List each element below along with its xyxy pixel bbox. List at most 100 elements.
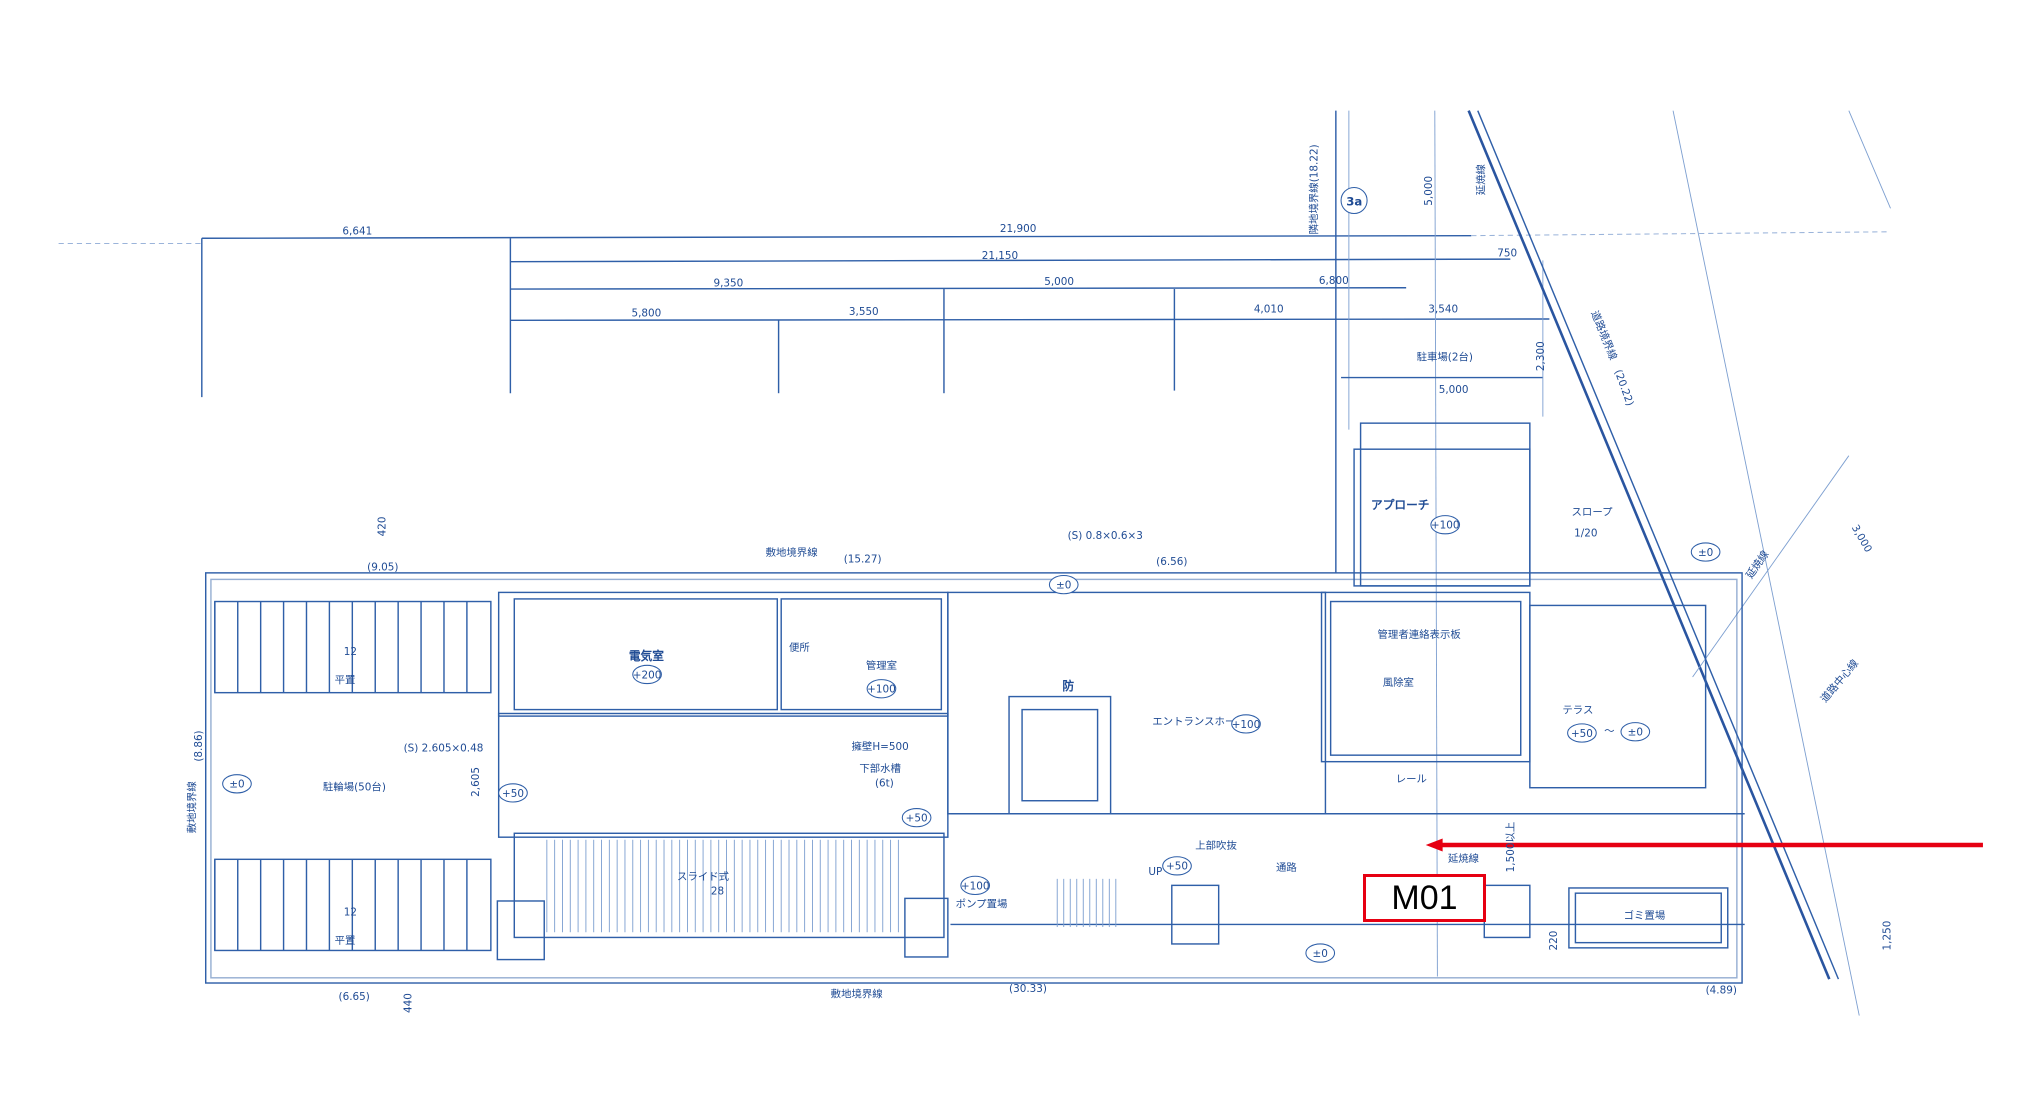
dim-750: 750 [1497,247,1517,259]
level-markers: +200 +100 +100 +100 +100 +50 +50 +50 +50 ±0 ±0 ±0 ±0… [222,515,1721,963]
building-outline [204,422,1745,984]
pump-label: ポンプ置場 [956,897,1008,910]
level-value: ±0 [1698,547,1713,559]
approach-label: アプローチ [1371,498,1430,512]
dim-5800: 5,800 [631,307,661,319]
dim-1250: 1,250 [1882,921,1894,951]
level-value: ±0 [1056,580,1071,592]
entrance-hall-label: エントランスホール [1152,716,1245,728]
site-boundary-bottom-label: 敷地境界線 [831,987,884,1000]
passage-label: 通路 [1276,861,1297,874]
road-boundary [1467,110,1891,1016]
level-marker [1305,943,1336,963]
grid-marker [1340,186,1368,215]
neighbor-boundary-label: 隣地境界線 [1308,182,1321,235]
garbage-label: ゴミ置場 [1624,909,1666,922]
dim-2300: 2,300 [1535,341,1547,371]
dim-5000-vertical: 5,000 [1423,176,1435,206]
level-value: +100 [867,684,896,696]
terrace-label: テラス [1562,704,1593,716]
dim-30.33: (30.33) [1009,983,1047,995]
dim-5000: 5,000 [1044,276,1074,288]
dim-3550: 3,550 [849,306,879,318]
level-marker [960,875,991,895]
rail-label: レール [1396,774,1427,786]
dimension-labels: 6,641 21,900 21,150 9,350 5,000 5,800 3,… [193,144,1894,1013]
grid-3a-label: 3a [1346,195,1362,209]
dim-21900: 21,900 [1000,223,1036,235]
dim-8.86: (8.86) [193,730,205,761]
dim-5000-parking: 5,000 [1439,384,1469,396]
dim-9350: 9,350 [713,277,743,289]
slope-ratio: 1/20 [1574,527,1597,539]
road-boundary-label: 道路境界線 [1588,309,1620,363]
flat-bottom-label: 平置 [335,935,356,947]
level-value: +50 [502,788,524,800]
skylight-label-2: (S) 2.605×0.48 [404,742,484,754]
water-tank-label: 下部水槽 [859,762,901,775]
level-marker [901,808,932,828]
red-arrow [1425,838,1983,852]
dim-1500: 1,500以上 [1505,822,1517,873]
level-value: +100 [961,880,990,892]
dim-4.89: (4.89) [1706,984,1737,996]
fire-line-label: 延焼線 [1474,163,1487,195]
level-marker [1162,856,1192,876]
level-value: +100 [1431,520,1460,532]
level-value: ±0 [1628,727,1643,739]
level-marker [632,664,662,685]
flat-top-label: 平置 [335,675,356,687]
flat-top-count: 12 [344,646,357,658]
level-value: +100 [1232,719,1261,731]
slide-label: スライド式 [677,870,730,883]
site-boundary-left-label: 敷地境界線 [185,781,198,834]
level-marker [1690,542,1721,562]
bicycle-parking-label: 駐輪場(50台) [323,780,386,793]
level-value: ±0 [1313,948,1328,960]
dim-2605: 2,605 [470,767,482,797]
dim-220: 220 [1548,931,1560,951]
skylight-label: (S) 0.8×0.6×3 [1068,530,1143,542]
level-value: +50 [1571,728,1593,740]
level-value: +50 [1166,861,1188,873]
level-value: ±0 [229,779,244,791]
dim-20.22: (20.22) [1612,368,1636,408]
dim-6.65: (6.65) [339,991,370,1003]
level-marker [866,679,897,699]
road-center-label: 道路中心線 [1818,656,1862,705]
site-boundary-top-label: 敷地境界線 [766,546,819,559]
fire-line-label: 延焼線 [1448,852,1480,865]
office-label: 管理室 [866,659,897,672]
dim-18.22: (18.22) [1309,144,1321,182]
dim-440: 440 [402,993,414,1013]
dim-6641: 6,641 [342,225,372,237]
slope-label: スロープ [1572,507,1614,519]
electric-room-label: 電気室 [629,649,664,663]
terrace-level-separator: 〜 [1604,725,1614,737]
slide-count: 28 [711,885,724,897]
level-marker [1620,722,1651,742]
water-tank-capacity: (6t) [875,777,894,789]
dim-3540: 3,540 [1428,303,1458,315]
bicycle-racks [214,600,492,952]
dim-4010: 4,010 [1254,303,1284,315]
void-above-label: 上部吹抜 [1195,839,1237,852]
level-marker [1048,574,1079,595]
dim-21150: 21,150 [982,250,1018,262]
level-value: +200 [633,669,662,681]
flat-bottom-count: 12 [344,906,357,918]
dim-6800: 6,800 [1319,275,1349,287]
level-value: +50 [906,813,928,825]
up-label: UP [1148,866,1162,878]
level-marker [498,783,528,803]
toilet-label: 便所 [789,641,810,654]
fire-line-label: 延焼線 [1743,548,1772,582]
parking-label: 駐車場(2台) [1417,351,1473,364]
level-marker [1430,515,1461,535]
level-marker [222,774,252,794]
level-marker [1231,714,1261,734]
dim-15.27: (15.27) [844,553,882,565]
dim-3000: 3,000 [1849,523,1874,555]
marker-m01-label: M01 [1363,874,1486,922]
